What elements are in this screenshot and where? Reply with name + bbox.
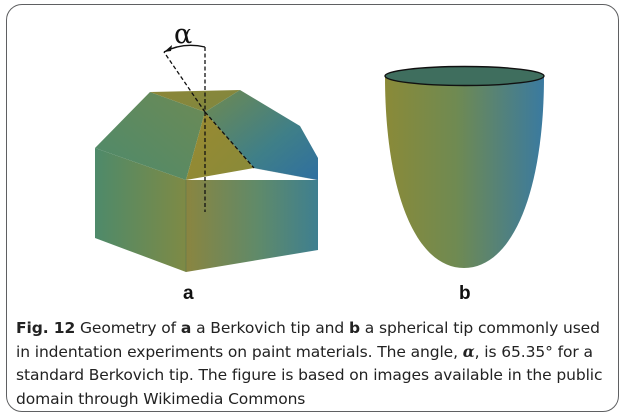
caption-alpha: α (462, 342, 475, 362)
figure-caption: Fig. 12 Geometry of a a Berkovich tip an… (16, 317, 612, 411)
caption-text-4: , is 65.35° for a standard Berkovich tip… (16, 343, 603, 408)
caption-text-1: Geometry of (75, 319, 181, 337)
caption-ref-b: b (348, 319, 360, 337)
berkovich-tip: α (95, 19, 319, 272)
spherical-tip (384, 65, 545, 268)
caption-text-2: a Berkovich tip and (191, 319, 349, 337)
panel-label-a: a (183, 283, 194, 304)
figure-number: Fig. 12 (16, 319, 76, 337)
caption-ref-a: a (180, 319, 192, 337)
angle-arrowhead (164, 45, 172, 52)
caption-text-3: a spherical tip commonly used in indenta… (16, 319, 600, 362)
panel-label-b: b (459, 283, 471, 304)
facet-edge-line (163, 51, 206, 113)
facet-edge-line-lower (204, 111, 255, 169)
alpha-symbol: α (174, 19, 192, 50)
